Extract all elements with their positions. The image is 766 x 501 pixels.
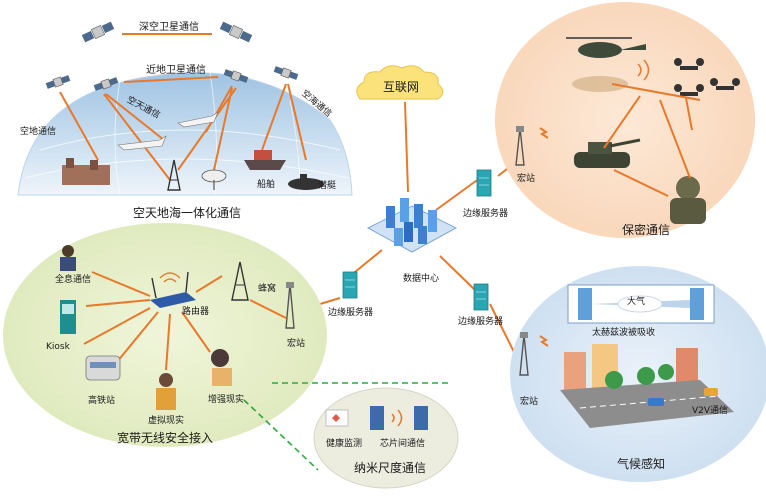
base-station-label: 宏站 (520, 398, 538, 407)
vr-label: 虚拟现实 (148, 417, 184, 426)
health-monitor-label: 健康监测 (326, 440, 362, 449)
edge-server-label: 边缘服务器 (328, 309, 373, 318)
edge-server-icon (477, 170, 491, 196)
edge-server-icon (474, 284, 488, 310)
edge-server-icon (343, 272, 357, 298)
ship-label: 船舶 (257, 181, 275, 190)
holographic-label: 全息通信 (55, 276, 91, 285)
base-station-label: 宏站 (287, 340, 305, 349)
climate-sensing-title: 气候感知 (617, 458, 665, 470)
edge-server-label: 边缘服务器 (463, 210, 508, 219)
internet-label: 互联网 (383, 81, 419, 93)
satellite-icon (81, 21, 114, 44)
chip-comm-label: 芯片间通信 (380, 440, 425, 449)
router-label: 路由器 (182, 308, 209, 317)
integrated-comm-title: 空天地海一体化通信 (133, 207, 241, 219)
satellite-icon (45, 74, 70, 90)
kiosk-icon (60, 300, 76, 334)
satellite-icon (219, 21, 252, 44)
wireless-access-title: 宽带无线安全接入 (117, 432, 213, 444)
base-station-label: 宏站 (517, 175, 535, 184)
deep-space-label: 深空卫星通信 (139, 23, 199, 33)
holographic-icon (60, 245, 76, 271)
terahertz-label: 太赫兹波被吸收 (592, 329, 655, 338)
submarine-label: 潜艇 (318, 182, 336, 191)
secure-panel (495, 2, 755, 238)
air-ground-label: 空地通信 (20, 128, 56, 137)
v2v-label: V2V通信 (692, 407, 728, 416)
honeycomb-label: 蜂窝 (258, 285, 276, 294)
atmosphere-label: 大气 (627, 298, 645, 307)
secure-comm-title: 保密通信 (622, 224, 670, 236)
satellite-icon (273, 65, 298, 81)
nano-comm-title: 纳米尺度通信 (354, 462, 426, 474)
datacenter-label: 数据中心 (403, 275, 439, 284)
highspeed-rail-label: 高铁站 (88, 397, 115, 406)
car-icon (648, 398, 664, 406)
train-icon (86, 356, 120, 380)
wireless-panel (3, 223, 327, 447)
car-icon (704, 388, 718, 396)
edge-server-label: 边缘服务器 (458, 318, 503, 327)
ar-label: 增强现实 (208, 396, 244, 405)
kiosk-label: Kiosk (46, 343, 70, 352)
near-earth-label: 近地卫星通信 (146, 66, 206, 76)
